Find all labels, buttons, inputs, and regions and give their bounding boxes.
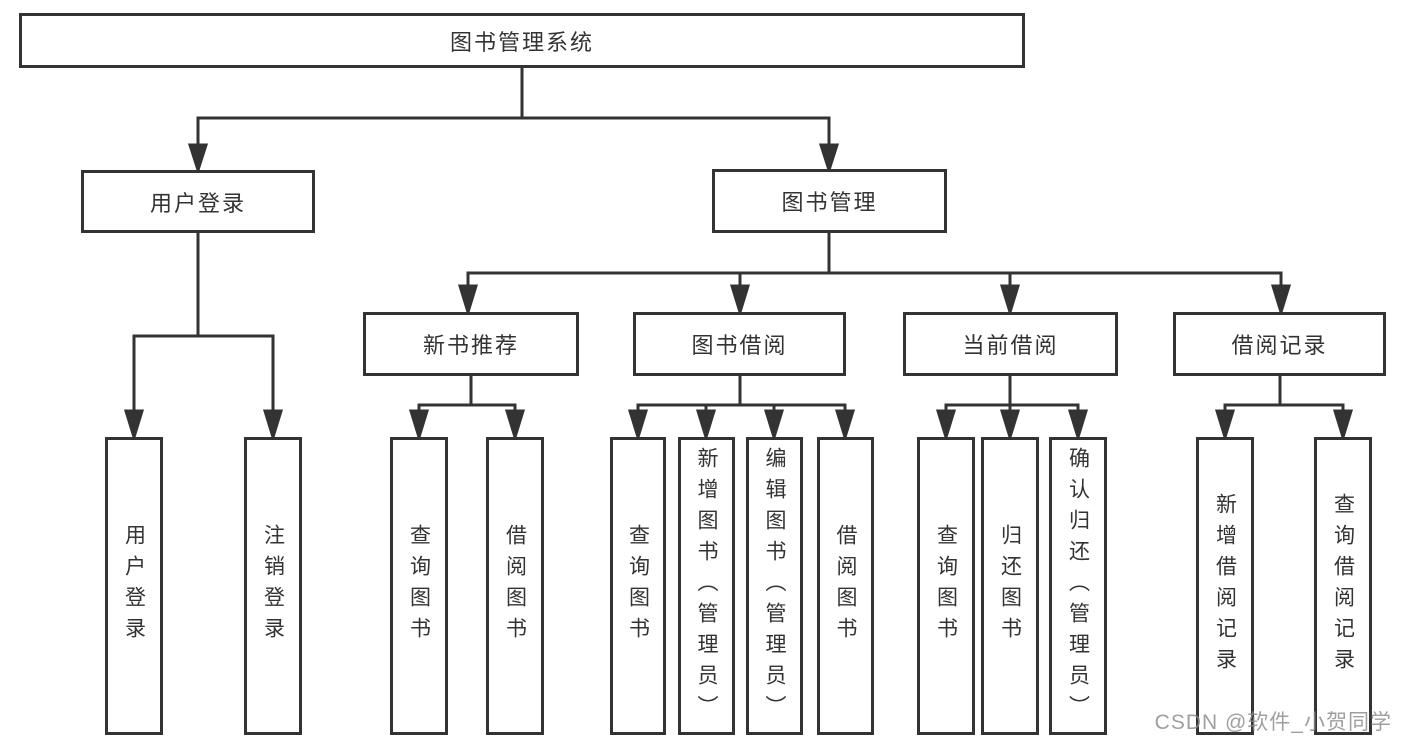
node-leaf-user-login: 用户登录 <box>105 437 163 735</box>
node-leaf-query-book-2: 查询图书 <box>610 437 666 735</box>
connector-book-borrow-to-leaves <box>627 375 856 443</box>
node-leaf-confirm-return-admin: 确认归还（管理员） <box>1049 437 1107 735</box>
node-label: 查询图书 <box>626 524 650 648</box>
node-leaf-query-book-3: 查询图书 <box>917 437 975 735</box>
node-borrow-record: 借阅记录 <box>1173 312 1386 376</box>
connector-new-book-recommend-to-leaves <box>408 375 526 443</box>
node-leaf-borrow-book-1: 借阅图书 <box>486 437 544 735</box>
node-leaf-borrow-book-2: 借阅图书 <box>817 437 874 735</box>
node-leaf-return-book: 归还图书 <box>981 437 1039 735</box>
node-new-book-recommend: 新书推荐 <box>363 312 579 376</box>
node-label: 确认归还（管理员） <box>1066 446 1090 726</box>
node-leaf-add-book-admin: 新增图书（管理员） <box>678 437 735 735</box>
node-label: 查询图书 <box>407 524 431 648</box>
node-label: 新增借阅记录 <box>1213 493 1237 679</box>
node-label: 注销登录 <box>261 524 285 648</box>
node-leaf-add-borrow-record: 新增借阅记录 <box>1196 437 1254 735</box>
node-label: 新增图书（管理员） <box>695 446 718 726</box>
node-label: 用户登录 <box>122 524 146 648</box>
node-label: 借阅图书 <box>503 524 527 648</box>
node-label: 查询图书 <box>934 524 958 648</box>
connector-borrow-record-to-leaves <box>1214 375 1354 443</box>
node-current-borrow: 当前借阅 <box>903 312 1118 376</box>
node-label: 归还图书 <box>998 524 1022 648</box>
node-leaf-query-book-1: 查询图书 <box>390 437 448 735</box>
node-leaf-edit-book-admin: 编辑图书（管理员） <box>746 437 803 735</box>
node-library-management-system: 图书管理系统 <box>19 13 1025 68</box>
node-user-login: 用户登录 <box>81 170 315 233</box>
csdn-watermark: CSDN @软件_小贺同学 <box>1154 711 1392 734</box>
node-book-management: 图书管理 <box>712 169 947 233</box>
connector-user-login-to-leaves <box>123 232 284 443</box>
connector-root-to-level2 <box>187 67 840 175</box>
node-leaf-logout: 注销登录 <box>244 437 302 735</box>
connector-current-borrow-to-leaves <box>935 375 1089 443</box>
node-label: 查询借阅记录 <box>1331 493 1355 679</box>
node-label: 借阅图书 <box>834 524 857 648</box>
node-label: 编辑图书（管理员） <box>763 446 786 726</box>
node-leaf-query-borrow-record: 查询借阅记录 <box>1314 437 1372 735</box>
node-book-borrow: 图书借阅 <box>633 312 846 376</box>
connector-book-management-to-level3 <box>457 232 1292 318</box>
